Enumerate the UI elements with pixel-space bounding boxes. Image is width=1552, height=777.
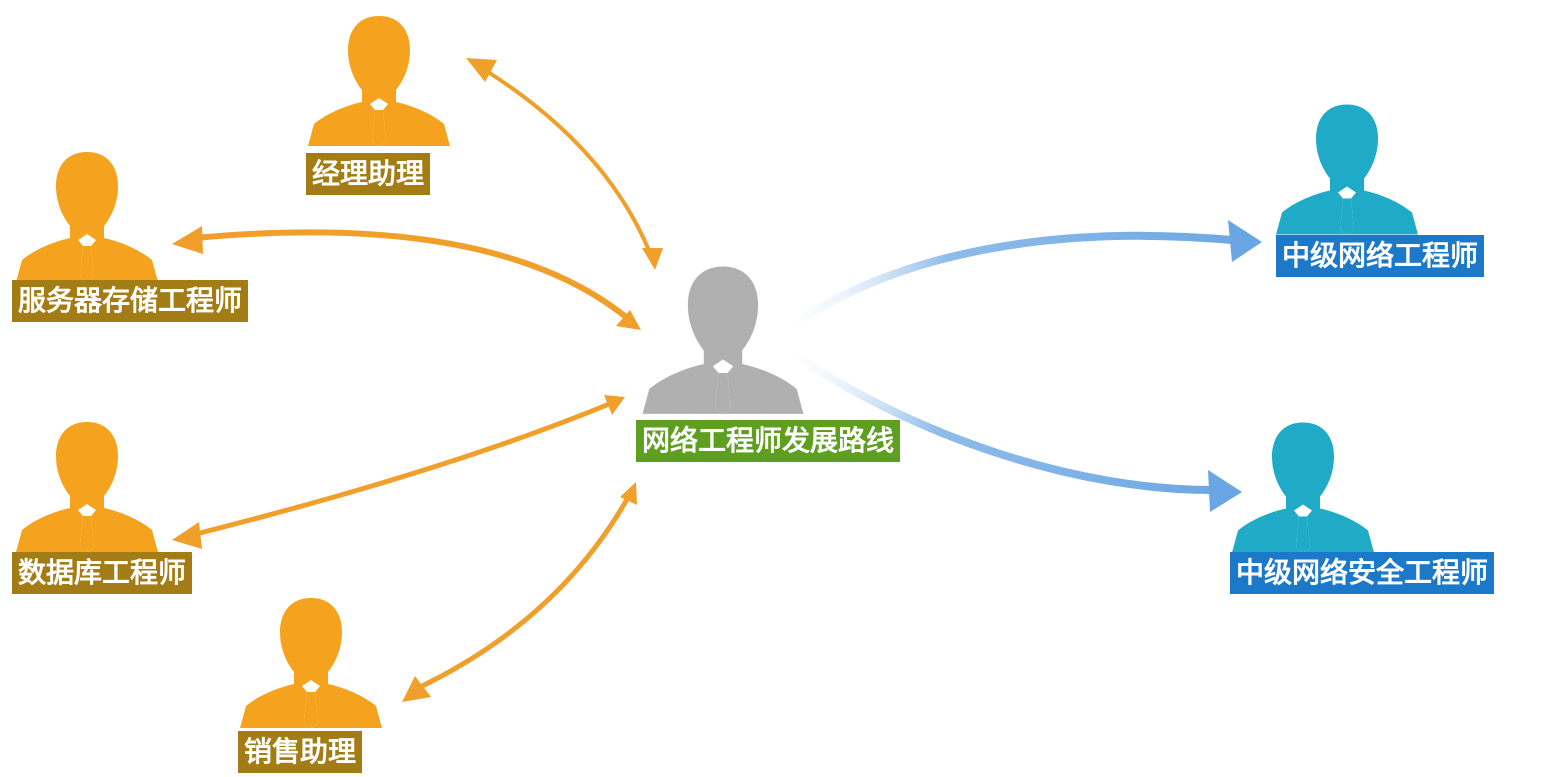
person-icon <box>1276 104 1418 235</box>
node-manager-assistant: 经理助理 <box>300 6 470 196</box>
arrow-to-database-engineer <box>172 395 625 549</box>
node-label: 中级网络工程师 <box>1276 235 1485 277</box>
person-icon <box>308 16 450 146</box>
arrow-to-sales-assistant <box>402 482 637 702</box>
node-label: 服务器存储工程师 <box>12 280 249 322</box>
arrow-to-mid-network-engineer <box>786 220 1262 331</box>
node-server-storage-engineer: 服务器存储工程师 <box>8 142 308 332</box>
node-label: 中级网络安全工程师 <box>1230 552 1495 594</box>
person-icon <box>240 598 382 728</box>
node-sales-assistant: 销售助理 <box>232 588 402 777</box>
arrow-to-manager-assistant <box>466 58 663 270</box>
node-mid-network-engineer: 中级网络工程师 <box>1272 92 1542 292</box>
node-database-engineer: 数据库工程师 <box>8 412 248 602</box>
node-label: 销售助理 <box>238 731 363 773</box>
node-label: 数据库工程师 <box>12 552 193 594</box>
person-icon <box>16 152 158 282</box>
person-icon <box>642 266 804 414</box>
person-icon <box>1232 422 1374 553</box>
arrow-to-server-storage-engineer <box>172 226 641 330</box>
node-label: 经理助理 <box>306 153 431 195</box>
node-center: 网络工程师发展路线 <box>632 252 972 472</box>
center-label: 网络工程师发展路线 <box>636 420 901 462</box>
arrow-to-mid-network-security-engineer <box>786 348 1242 512</box>
person-icon <box>16 422 158 552</box>
node-mid-network-security-engineer: 中级网络安全工程师 <box>1228 410 1552 610</box>
